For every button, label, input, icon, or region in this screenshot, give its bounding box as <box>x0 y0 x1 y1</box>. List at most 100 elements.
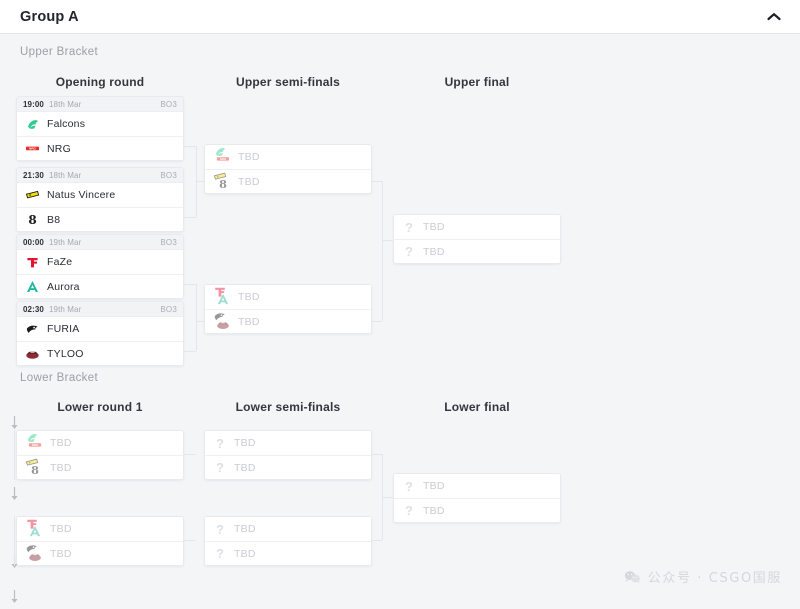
team-row[interactable]: TBD <box>205 285 371 309</box>
team-row[interactable]: NRG TBD <box>17 431 183 455</box>
bracket-connector <box>184 217 196 218</box>
question-mark-icon: ? <box>216 435 224 451</box>
bracket-connector <box>382 181 383 321</box>
bracket-connector <box>196 181 204 182</box>
team-logo-b8: 8 <box>25 212 40 227</box>
team-name: TBD <box>238 151 260 163</box>
team-row[interactable]: TBD <box>205 309 371 333</box>
team-row[interactable]: 8 TBD <box>17 455 183 479</box>
match-format: BO3 <box>160 99 177 109</box>
match-card-lower-semi-2[interactable]: ? TBD ? TBD <box>204 516 372 566</box>
team-name: Aurora <box>47 280 80 293</box>
team-logo-falcons <box>25 431 39 445</box>
team-row[interactable]: Natus Vincere <box>17 183 183 207</box>
match-card-opening-2[interactable]: 21:30 18th Mar BO3 Natus Vincere 8 B8 <box>16 167 184 232</box>
team-logo-b8: 8 <box>216 177 230 191</box>
team-row[interactable]: 8 TBD <box>205 169 371 193</box>
match-time: 21:30 <box>23 170 44 180</box>
team-logo-b8: 8 <box>28 463 42 477</box>
team-row[interactable]: ? TBD <box>394 239 560 263</box>
team-row[interactable]: ? TBD <box>394 498 560 522</box>
question-mark-icon: ? <box>216 521 224 537</box>
team-name: TBD <box>423 480 445 492</box>
team-logo-navi <box>213 170 227 184</box>
drop-down-arrow-icon <box>10 590 19 604</box>
svg-text:NRG: NRG <box>220 157 226 161</box>
match-card-lower-final[interactable]: ? TBD ? TBD <box>393 473 561 523</box>
upper-bracket-label: Upper Bracket <box>20 46 99 58</box>
team-row[interactable]: FaZe <box>17 250 183 274</box>
team-row[interactable]: ? TBD <box>205 517 371 541</box>
team-logo-furia <box>25 322 40 337</box>
chevron-up-icon[interactable] <box>766 11 782 23</box>
match-card-opening-4[interactable]: 02:30 19th Mar BO3 FURIA TYLOO <box>16 301 184 366</box>
bracket-connector <box>382 240 393 241</box>
team-name: TBD <box>238 291 260 303</box>
bracket-connector <box>14 516 15 566</box>
team-logo-navi <box>25 456 39 470</box>
team-row[interactable]: ? TBD <box>205 431 371 455</box>
bracket-connector <box>372 540 382 541</box>
match-card-upper-semi-2[interactable]: TBD TBD <box>204 284 372 334</box>
match-card-opening-1[interactable]: 19:00 18th Mar BO3 Falcons NRG NRG <box>16 96 184 161</box>
team-logo-falcons <box>25 117 40 132</box>
question-mark-icon: ? <box>405 244 413 259</box>
team-logo-aurora <box>28 524 42 538</box>
match-header: 19:00 18th Mar BO3 <box>17 97 183 112</box>
bracket-connector <box>372 181 382 182</box>
team-logo-tyloo <box>28 549 42 563</box>
team-row[interactable]: Falcons <box>17 112 183 136</box>
team-logo-tyloo <box>25 346 40 361</box>
team-logo-faze <box>25 255 40 270</box>
match-card-lower-round1-1[interactable]: NRG TBD 8 TBD <box>16 430 184 480</box>
match-card-lower-semi-1[interactable]: ? TBD ? TBD <box>204 430 372 480</box>
question-mark-icon: ? <box>405 478 413 494</box>
svg-text:NRG: NRG <box>29 147 36 151</box>
group-header[interactable]: Group A <box>0 0 800 34</box>
team-row[interactable]: ? TBD <box>205 541 371 565</box>
team-row[interactable]: Aurora <box>17 274 183 298</box>
match-card-opening-3[interactable]: 00:00 19th Mar BO3 FaZe Aurora <box>16 234 184 299</box>
team-row[interactable]: 8 B8 <box>17 207 183 231</box>
match-time: 02:30 <box>23 304 44 314</box>
match-card-upper-semi-1[interactable]: NRG TBD 8 TBD <box>204 144 372 194</box>
team-logo-falcons <box>213 145 227 159</box>
bracket-connector <box>184 284 196 285</box>
team-name: TBD <box>423 245 445 258</box>
team-row[interactable]: NRG NRG <box>17 136 183 160</box>
bracket-connector <box>196 284 197 351</box>
team-row[interactable]: FURIA <box>17 317 183 341</box>
team-row[interactable]: ? TBD <box>394 215 560 239</box>
team-name: TBD <box>50 437 72 449</box>
svg-text:8: 8 <box>31 463 39 477</box>
bracket-connector <box>184 540 196 541</box>
team-logo-navi <box>25 188 40 203</box>
team-row[interactable]: ? TBD <box>205 455 371 479</box>
team-row[interactable]: TBD <box>17 541 183 565</box>
team-logo-placeholder-stack <box>213 312 231 331</box>
match-card-upper-final[interactable]: ? TBD ? TBD <box>393 214 561 264</box>
team-row[interactable]: ? TBD <box>394 474 560 498</box>
team-name: Natus Vincere <box>47 189 116 201</box>
question-mark-icon: ? <box>405 503 413 518</box>
team-row[interactable]: NRG TBD <box>205 145 371 169</box>
question-mark-icon: ? <box>216 460 224 475</box>
wechat-icon <box>624 570 641 584</box>
team-name: TBD <box>423 221 445 233</box>
round-label-lower-semis: Lower semi-finals <box>235 400 341 414</box>
team-row[interactable]: TBD <box>17 517 183 541</box>
team-logo-placeholder-stack: NRG <box>25 431 43 452</box>
match-format: BO3 <box>160 304 177 314</box>
match-date: 18th Mar <box>48 99 82 109</box>
round-label-upper-semis: Upper semi-finals <box>235 75 341 89</box>
team-logo-placeholder-stack <box>213 287 231 306</box>
team-name: FURIA <box>47 323 80 335</box>
watermark: 公众号 · CSGO国服 <box>624 567 782 586</box>
team-row[interactable]: TYLOO <box>17 341 183 365</box>
team-name: TBD <box>234 523 256 535</box>
bracket-connector <box>382 497 393 498</box>
round-label-opening: Opening round <box>55 75 145 89</box>
bracket-connector <box>196 321 204 322</box>
match-card-lower-round1-2[interactable]: TBD TBD <box>16 516 184 566</box>
question-mark-icon: ? <box>405 219 413 235</box>
